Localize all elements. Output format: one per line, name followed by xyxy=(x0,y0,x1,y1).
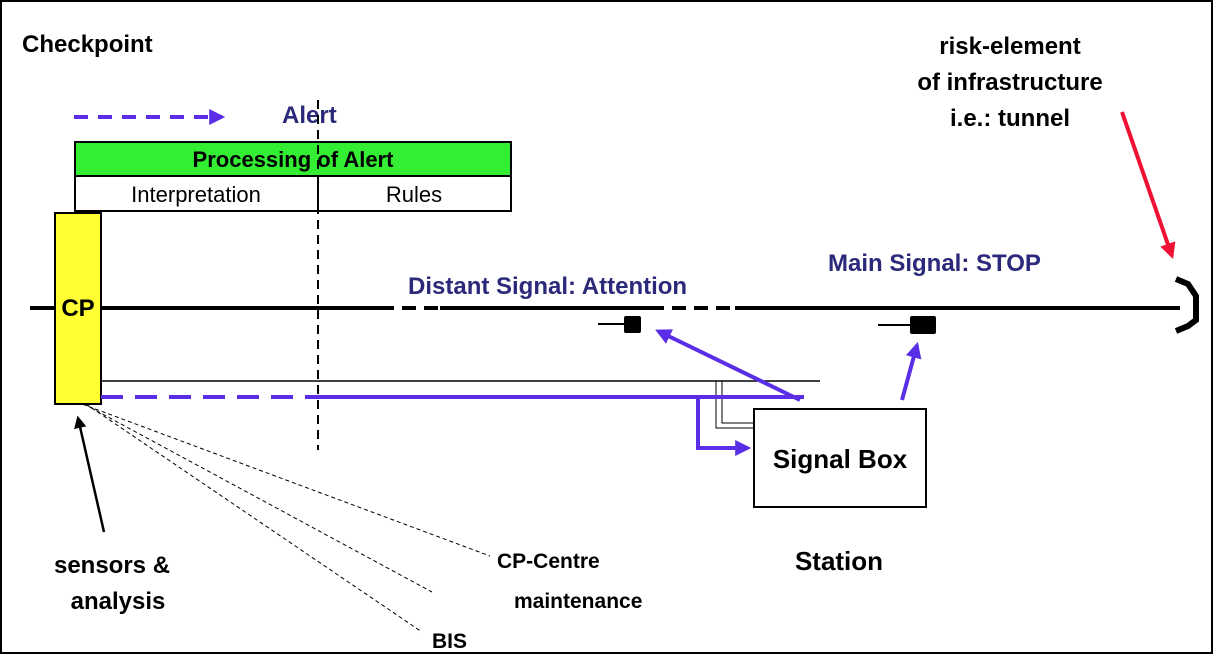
distant-signal-label: Distant Signal: Attention xyxy=(408,273,687,300)
sensors-line2: analysis xyxy=(71,588,166,615)
cp-label: CP xyxy=(61,295,94,322)
link-bis xyxy=(85,403,423,633)
sensors-line1: sensors & xyxy=(54,552,170,579)
tunnel-bracket-icon xyxy=(1174,276,1199,334)
risk-element-line2: of infrastructure xyxy=(917,69,1102,96)
arrow-to-main-signal xyxy=(900,341,922,401)
station-label: Station xyxy=(795,546,883,576)
processing-alert-title: Processing of Alert xyxy=(193,147,395,172)
interpretation-cell xyxy=(74,175,319,212)
signal-box-label: Signal Box xyxy=(773,444,908,474)
sensors-arrow xyxy=(74,415,106,533)
main-signal-icon xyxy=(910,316,936,334)
risk-element-line1: risk-element xyxy=(939,33,1080,60)
interpretation-label: Interpretation xyxy=(131,182,261,207)
link-maintenance xyxy=(83,403,433,593)
risk-element-arrow xyxy=(1120,111,1176,260)
maintenance-label: maintenance xyxy=(514,590,642,613)
alert-legend-label: Alert xyxy=(282,102,337,129)
alert-to-signal-box-arrow xyxy=(696,397,752,456)
arrow-to-distant-signal xyxy=(655,329,801,402)
signal-box xyxy=(753,408,927,508)
cp-box xyxy=(54,212,102,405)
link-cp-centre xyxy=(81,403,491,557)
main-signal-label: Main Signal: STOP xyxy=(828,250,1041,277)
distant-signal-icon xyxy=(624,316,641,333)
risk-element-line3: i.e.: tunnel xyxy=(950,105,1070,132)
cp-centre-label: CP-Centre xyxy=(497,550,600,573)
bis-label: BIS xyxy=(432,630,467,653)
diagram-title: Checkpoint xyxy=(22,31,153,58)
rules-label: Rules xyxy=(386,182,442,207)
